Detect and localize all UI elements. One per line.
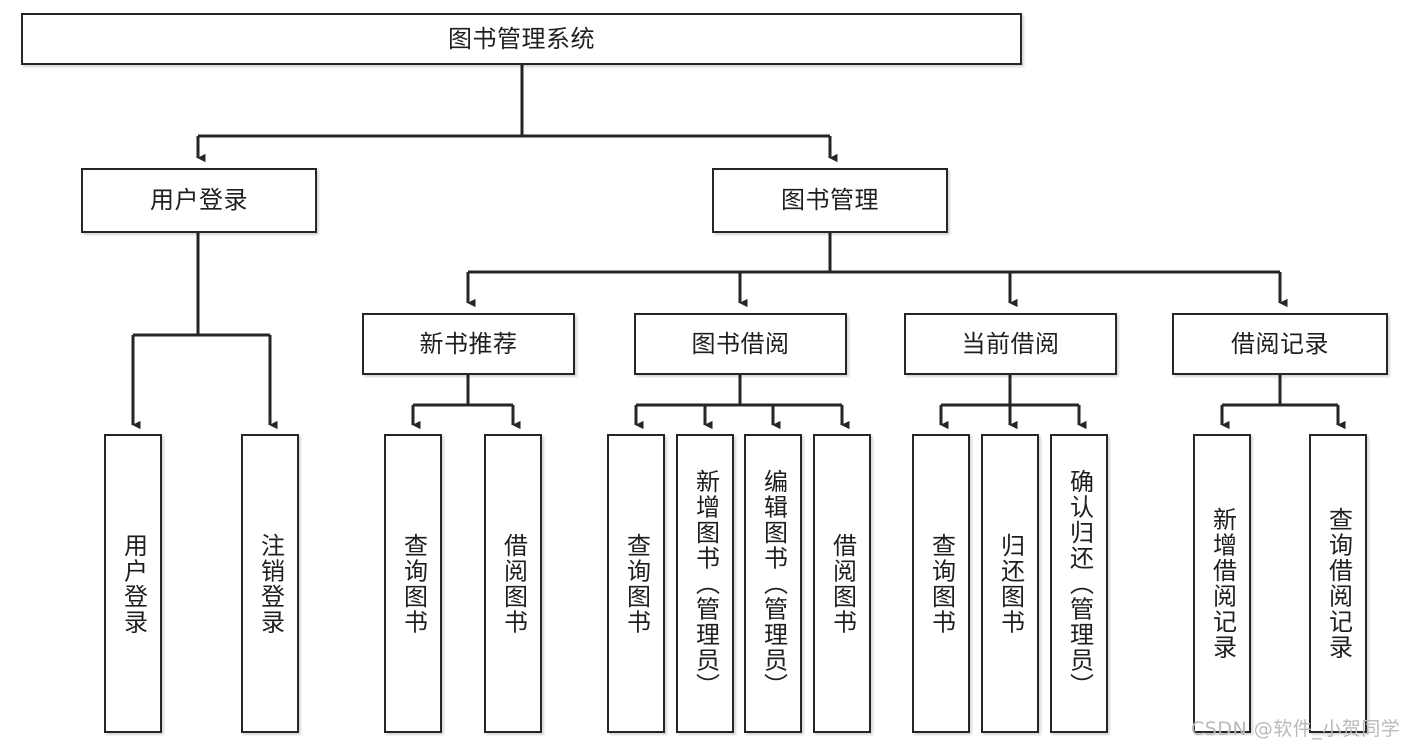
node-user-login-label: 用户登录	[150, 186, 248, 215]
node-book-borrow[interactable]: 图书借阅	[634, 313, 847, 375]
leaf-query-book-3[interactable]: 查询图书	[912, 434, 970, 733]
node-root[interactable]: 图书管理系统	[21, 13, 1022, 65]
leaf-borrow-book-1-label: 借阅图书	[499, 532, 528, 635]
leaf-logout-login-label: 注销登录	[256, 532, 285, 635]
leaf-user-login[interactable]: 用户登录	[104, 434, 162, 733]
node-book-borrow-label: 图书借阅	[691, 329, 790, 358]
leaf-borrow-book-1[interactable]: 借阅图书	[484, 434, 542, 733]
leaf-add-record[interactable]: 新增借阅记录	[1193, 434, 1251, 733]
node-book-manage-label: 图书管理	[781, 186, 879, 215]
leaf-query-book-3-label: 查询图书	[927, 532, 956, 635]
leaf-return-book-label: 归还图书	[996, 532, 1025, 635]
node-user-login[interactable]: 用户登录	[81, 168, 317, 233]
leaf-add-book[interactable]: 新增图书（管理员）	[676, 434, 734, 733]
node-new-book-recommend[interactable]: 新书推荐	[362, 313, 575, 375]
leaf-query-record[interactable]: 查询借阅记录	[1309, 434, 1367, 733]
leaf-edit-book-label: 编辑图书（管理员）	[759, 468, 788, 699]
node-borrow-record[interactable]: 借阅记录	[1172, 313, 1388, 375]
leaf-query-book-1-label: 查询图书	[399, 532, 428, 635]
leaf-query-record-label: 查询借阅记录	[1324, 507, 1353, 660]
node-book-manage[interactable]: 图书管理	[712, 168, 948, 233]
leaf-return-book[interactable]: 归还图书	[981, 434, 1039, 733]
node-current-borrow-label: 当前借阅	[961, 329, 1060, 358]
leaf-add-book-label: 新增图书（管理员）	[691, 468, 720, 699]
leaf-user-login-label: 用户登录	[119, 532, 148, 635]
node-root-label: 图书管理系统	[448, 24, 595, 53]
leaf-add-record-label: 新增借阅记录	[1208, 507, 1237, 660]
leaf-query-book-2[interactable]: 查询图书	[607, 434, 665, 733]
leaf-query-book-2-label: 查询图书	[622, 532, 651, 635]
watermark-text: CSDN @软件_小贺同学	[1191, 718, 1401, 740]
leaf-confirm-return-label: 确认归还（管理员）	[1065, 468, 1094, 699]
leaf-logout-login[interactable]: 注销登录	[241, 434, 299, 733]
node-new-book-recommend-label: 新书推荐	[419, 329, 518, 358]
leaf-query-book-1[interactable]: 查询图书	[384, 434, 442, 733]
node-borrow-record-label: 借阅记录	[1231, 329, 1329, 358]
leaf-edit-book[interactable]: 编辑图书（管理员）	[744, 434, 802, 733]
node-current-borrow[interactable]: 当前借阅	[904, 313, 1117, 375]
leaf-confirm-return[interactable]: 确认归还（管理员）	[1050, 434, 1108, 733]
leaf-borrow-book-2[interactable]: 借阅图书	[813, 434, 871, 733]
leaf-borrow-book-2-label: 借阅图书	[828, 532, 857, 635]
